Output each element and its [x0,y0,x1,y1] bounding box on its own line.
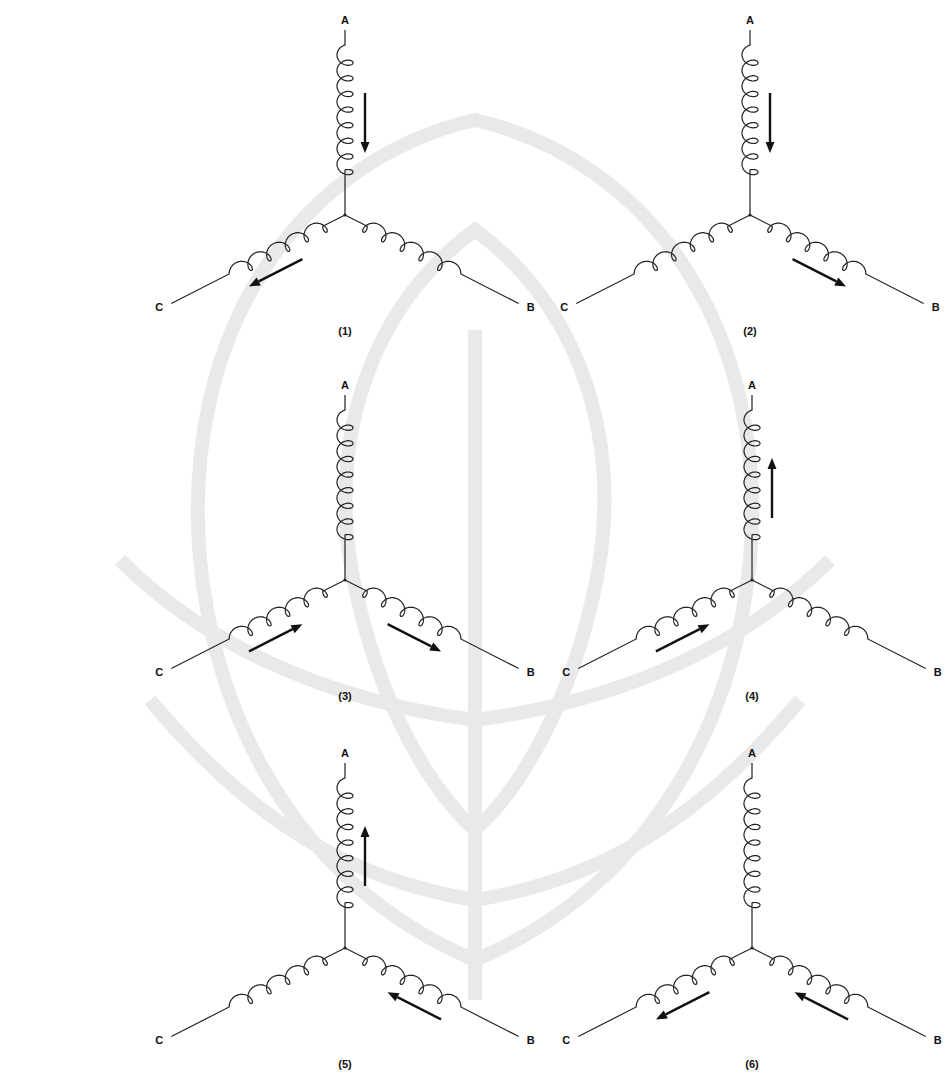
watermark [120,120,830,1000]
terminal-label: B [527,301,535,312]
terminal-label: A [341,748,349,759]
current-arrow [804,997,848,1019]
current-arrow [769,93,771,142]
arrow-head [656,1010,668,1019]
terminal-label: A [746,15,754,26]
current-arrow [771,469,773,518]
current-arrow [666,992,710,1014]
winding-coil [171,580,345,669]
terminal-label: A [748,748,756,759]
winding-coil [345,215,519,304]
current-arrow [364,93,366,142]
terminal-label: A [341,15,349,26]
arrow-head [795,992,807,1001]
terminal-label: A [748,380,756,391]
winding-coil [742,30,758,215]
step-number: (2) [743,326,756,337]
terminal-label: B [932,301,940,312]
star-point [750,578,753,581]
star-point [343,213,346,216]
terminal-label: C [562,1034,570,1045]
winding-coil [578,580,752,669]
terminal-label: C [155,666,163,677]
arrow-head [766,142,775,153]
terminal-label: B [527,666,535,677]
arrow-head [698,624,710,633]
current-arrow [397,997,441,1019]
winding-coil [576,215,750,304]
step-number: (5) [338,1059,351,1070]
winding-coil [345,948,519,1037]
terminal-label: B [934,666,942,677]
arrow-head [429,642,441,651]
current-arrow [656,629,700,651]
winding-coil [345,580,519,669]
star-point [343,946,346,949]
current-arrow [388,624,432,646]
winding-coil [337,395,353,580]
step-number: (6) [745,1059,758,1070]
winding-coil [171,215,345,304]
arrow-head [291,624,303,633]
winding-coil [578,948,752,1037]
star-point [343,578,346,581]
arrow-head [249,277,261,286]
terminal-label: B [527,1034,535,1045]
winding-coil [752,948,926,1037]
terminal-label: C [155,301,163,312]
arrow-head [834,277,846,286]
winding-coil [744,395,760,580]
arrow-head [768,458,777,469]
winding-coil [744,763,760,948]
step-number: (3) [338,691,351,702]
terminal-label: C [562,666,570,677]
step-number: (1) [338,326,351,337]
current-arrow [249,629,293,651]
star-point [748,213,751,216]
current-arrow [364,837,366,886]
step-number: (4) [745,691,758,702]
terminal-label: C [560,301,568,312]
arrow-head [388,992,400,1001]
arrow-head [361,826,370,837]
winding-coil [337,30,353,215]
terminal-label: B [934,1034,942,1045]
terminal-label: C [155,1034,163,1045]
winding-coil [750,215,924,304]
winding-coil [337,763,353,948]
arrow-head [361,142,370,153]
winding-coil [752,580,926,669]
current-arrow [259,259,303,281]
coil-group [171,30,925,1037]
current-arrow [793,259,837,281]
star-point [750,946,753,949]
winding-coil [171,948,345,1037]
terminal-label: A [341,380,349,391]
